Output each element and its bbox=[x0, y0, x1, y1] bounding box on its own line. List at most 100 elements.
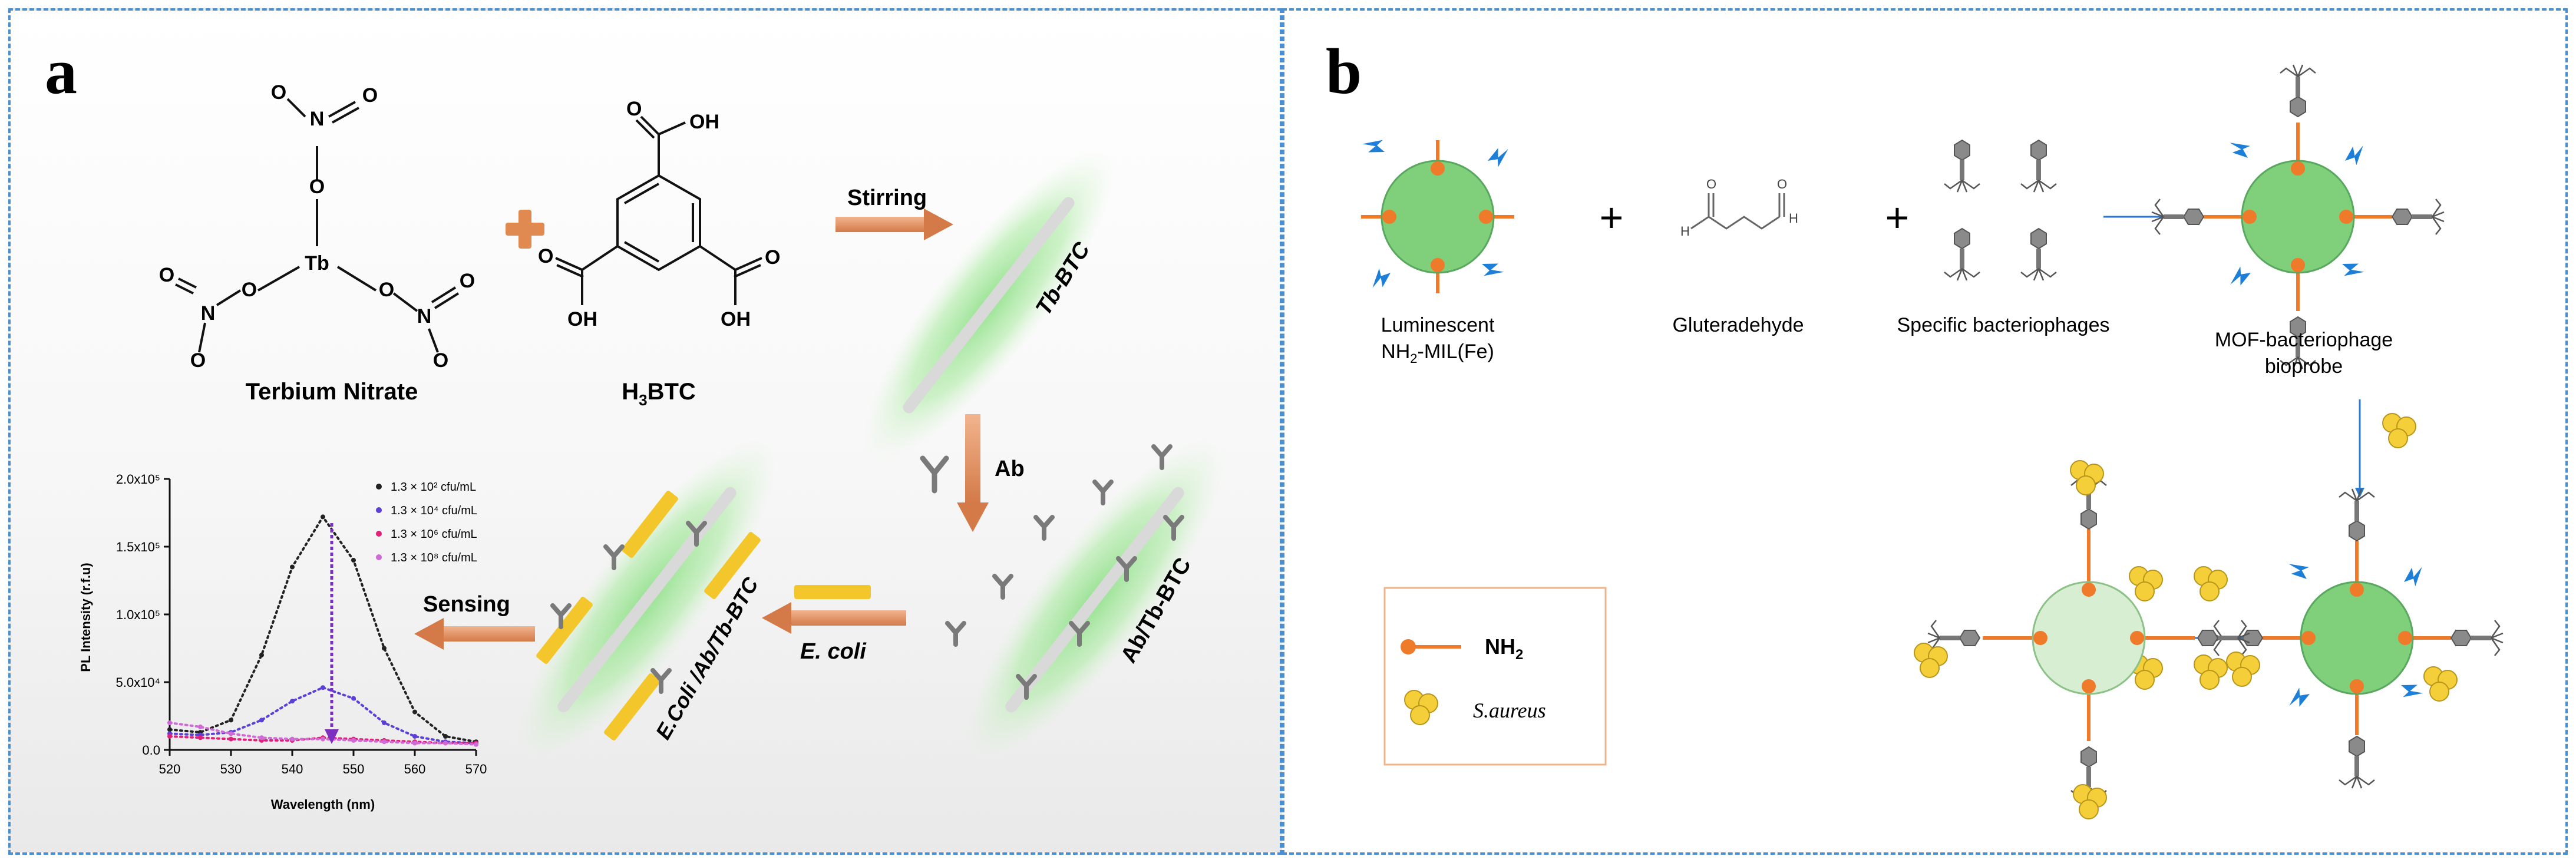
bioprobe-label-1: MOF-bacteriophage bbox=[2215, 329, 2393, 351]
svg-text:O: O bbox=[190, 349, 206, 372]
legend-label: 1.3 × 10⁶ cfu/mL bbox=[391, 528, 477, 541]
glutaraldehyde-structure bbox=[1690, 193, 1785, 230]
svg-text:O: O bbox=[242, 279, 257, 301]
data-point bbox=[351, 738, 356, 743]
ecoli-arrow bbox=[762, 602, 906, 634]
data-point bbox=[443, 740, 448, 746]
terbium-nitrate-structure bbox=[175, 98, 460, 353]
data-point bbox=[229, 717, 233, 723]
antibody-icon bbox=[920, 455, 949, 494]
svg-text:O: O bbox=[433, 349, 448, 372]
stirring-label: Stirring bbox=[847, 186, 927, 210]
bioprobe-label-2: bioprobe bbox=[2265, 355, 2343, 378]
svg-text:O: O bbox=[362, 84, 378, 107]
legend-box bbox=[1383, 587, 1607, 766]
panel-a: a O N O O Tb O N O O O N O O Terbium Nit… bbox=[8, 8, 1282, 855]
sensing-label: Sensing bbox=[423, 592, 510, 617]
chart-ylabel: PL Intensity (r.f.u) bbox=[78, 563, 93, 672]
x-tick-label: 530 bbox=[220, 762, 242, 776]
data-point bbox=[198, 724, 203, 729]
svg-text:H: H bbox=[1680, 224, 1690, 239]
reagent-h3btc: H3BTC bbox=[622, 379, 696, 409]
ecoli-ab-tb-btc-rod bbox=[516, 438, 778, 762]
ab-label: Ab bbox=[995, 457, 1025, 481]
svg-text:OH: OH bbox=[721, 308, 751, 330]
svg-text:O: O bbox=[1706, 177, 1716, 191]
data-point bbox=[259, 735, 264, 740]
data-point bbox=[412, 740, 417, 746]
svg-text:N: N bbox=[417, 305, 432, 328]
bioprobe-captured bbox=[1914, 460, 2260, 819]
data-point bbox=[259, 717, 264, 723]
x-tick-label: 570 bbox=[465, 762, 487, 776]
specific-bacteriophages-label: Specific bacteriophages bbox=[1897, 314, 2109, 336]
legend-label: 1.3 × 10² cfu/mL bbox=[391, 481, 476, 494]
gluteradehyde-label: Gluteradehyde bbox=[1672, 314, 1804, 336]
ecoli-bacterium-icon bbox=[794, 585, 871, 599]
svg-text:O: O bbox=[460, 270, 475, 292]
data-point bbox=[290, 564, 295, 570]
bacteriophages-group bbox=[1943, 139, 2058, 282]
svg-text:O: O bbox=[379, 279, 394, 301]
chart-xlabel: Wavelength (nm) bbox=[271, 797, 375, 812]
data-point bbox=[259, 653, 264, 657]
data-point bbox=[351, 558, 356, 563]
decrease-arrow bbox=[325, 523, 339, 744]
data-point bbox=[321, 514, 325, 520]
svg-text:O: O bbox=[159, 264, 174, 286]
data-point bbox=[443, 734, 448, 739]
x-tick-label: 560 bbox=[404, 762, 426, 776]
legend-saureus: S.aureus bbox=[1473, 699, 1546, 722]
svg-text:N: N bbox=[310, 108, 325, 130]
svg-text:O: O bbox=[538, 245, 553, 267]
antibodies-on-rod-2 bbox=[550, 521, 707, 694]
legend-marker bbox=[376, 507, 382, 513]
data-point bbox=[229, 731, 233, 736]
data-point bbox=[290, 736, 295, 742]
glutaraldehyde-atoms: O O H H bbox=[1680, 177, 1798, 239]
data-point bbox=[229, 736, 233, 742]
svg-text:O: O bbox=[309, 176, 325, 198]
ecoli-label: E. coli bbox=[800, 639, 867, 664]
data-point bbox=[167, 720, 172, 725]
svg-text:OH: OH bbox=[567, 308, 597, 330]
data-point bbox=[351, 696, 356, 701]
stirring-arrow bbox=[835, 209, 953, 240]
y-tick-label: 1.0x10⁵ bbox=[116, 607, 160, 622]
svg-text:H: H bbox=[1789, 211, 1798, 226]
svg-text:O: O bbox=[765, 246, 780, 269]
panel-letter: a bbox=[45, 35, 77, 107]
panel-letter: b bbox=[1326, 35, 1362, 107]
ab-arrow bbox=[957, 414, 989, 532]
y-tick-label: 2.0x10⁵ bbox=[116, 472, 160, 487]
antibodies-on-rod bbox=[945, 444, 1184, 700]
y-tick-label: 1.5x10⁵ bbox=[116, 540, 160, 554]
data-point bbox=[412, 709, 417, 715]
plus-sign bbox=[506, 210, 544, 249]
data-point bbox=[382, 739, 387, 745]
data-point bbox=[382, 646, 387, 651]
data-point bbox=[412, 734, 417, 739]
plus-sign-1: + bbox=[1600, 194, 1624, 240]
data-point bbox=[321, 736, 325, 742]
bound-ecoli bbox=[536, 491, 761, 740]
svg-text:O: O bbox=[271, 81, 286, 104]
legend-marker bbox=[376, 484, 382, 490]
panel-b-graphic: b Luminescent NH2-MIL(Fe) + O O H H Glut… bbox=[1326, 35, 2504, 819]
luminescent-label: Luminescent bbox=[1381, 314, 1495, 336]
svg-text:N: N bbox=[201, 302, 216, 325]
legend-nh2: NH2 bbox=[1485, 634, 1523, 663]
legend-marker bbox=[376, 531, 382, 537]
sensing-arrow bbox=[414, 618, 535, 650]
data-point bbox=[167, 727, 172, 732]
plus-sign-2: + bbox=[1885, 194, 1910, 240]
nh2-mil-fe-label: NH2-MIL(Fe) bbox=[1381, 340, 1494, 366]
tb-btc-rod bbox=[861, 148, 1116, 462]
mof-bacteriophage-bioprobe bbox=[2151, 64, 2445, 370]
data-point bbox=[382, 720, 387, 725]
legend-marker bbox=[376, 554, 382, 560]
data-point bbox=[198, 735, 203, 740]
svg-text:OH: OH bbox=[689, 111, 719, 133]
terbium-nitrate-atoms: O N O O Tb O N O O O N O O bbox=[159, 81, 475, 372]
svg-text:Tb: Tb bbox=[305, 252, 329, 275]
